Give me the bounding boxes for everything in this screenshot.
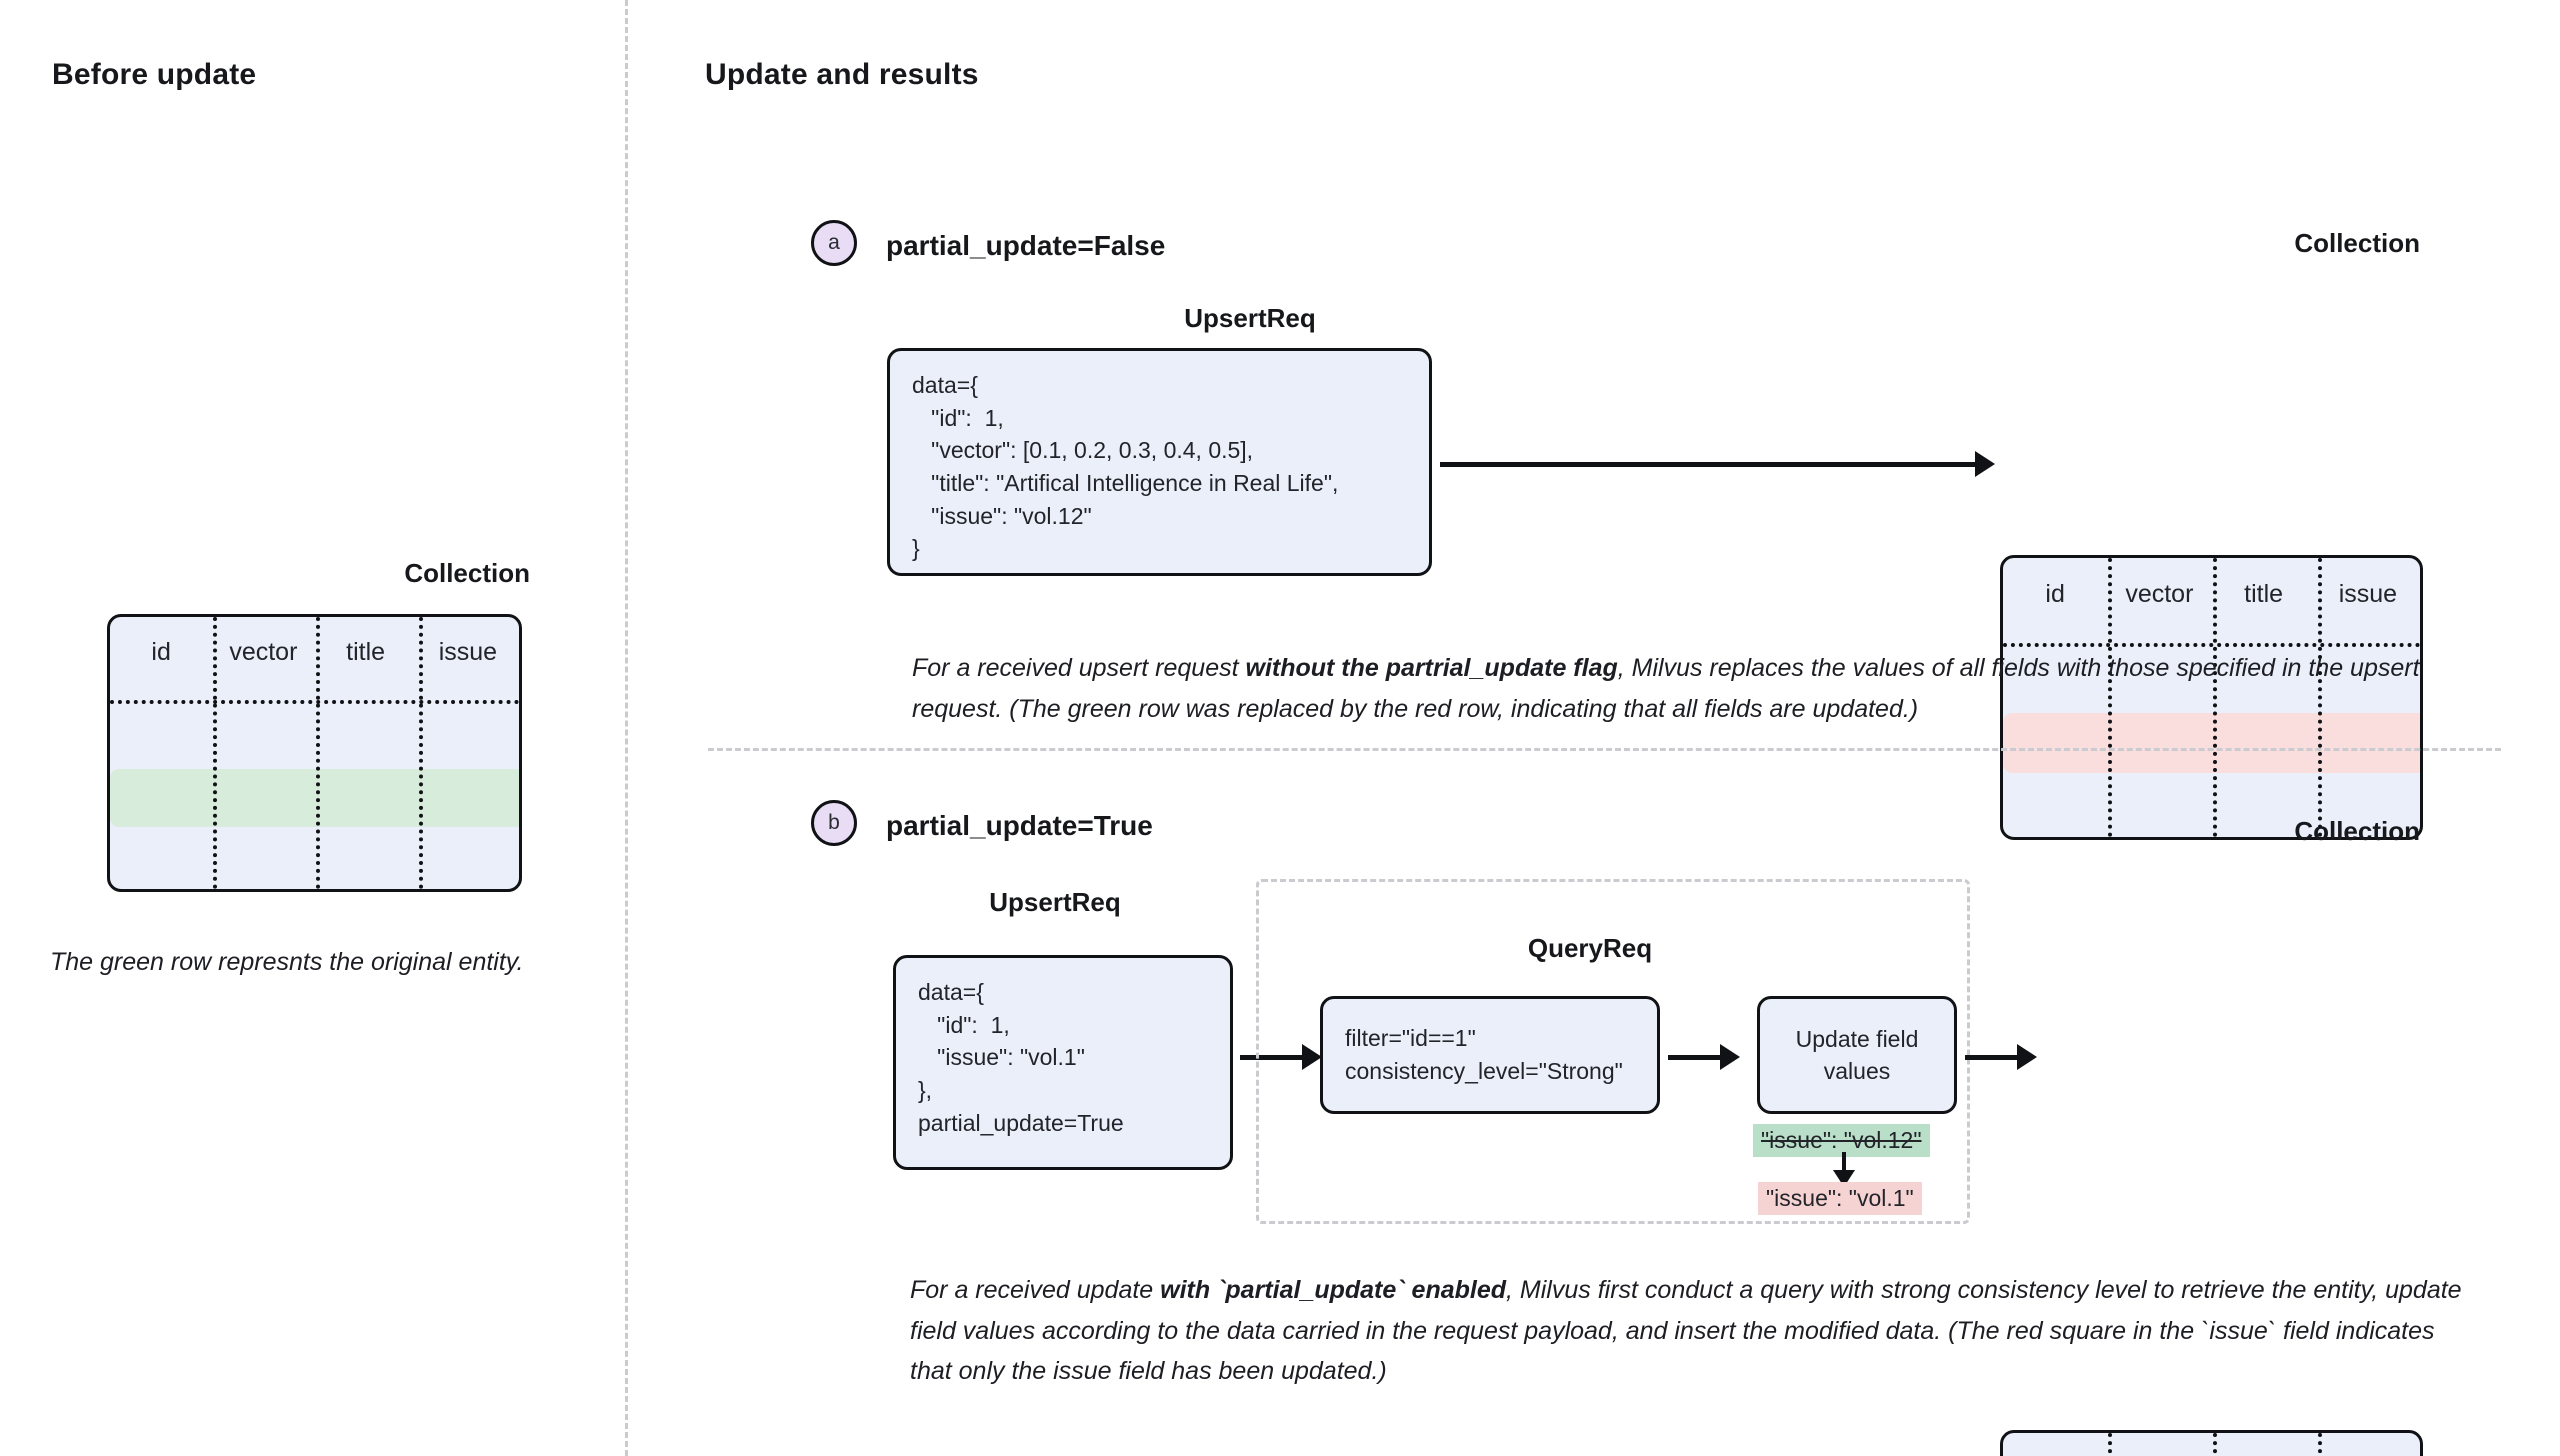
before-caption: The green row represnts the original ent… (50, 948, 524, 976)
right-panel-title: Update and results (705, 58, 979, 91)
section-a-col-vector: vector (2125, 579, 2194, 608)
section-b-arrow2-head (1720, 1044, 1740, 1070)
section-b-title: partial_update=True (886, 810, 1153, 841)
before-green-row (110, 769, 519, 827)
left-panel-title: Before update (52, 58, 257, 91)
panel-divider (625, 0, 628, 1456)
section-b-update-box: Update field values (1757, 996, 1957, 1114)
section-b-caption-part1: For a received update (910, 1276, 1161, 1304)
section-a-collection-label: Collection (2294, 228, 2420, 258)
section-a-divider-3 (2318, 558, 2322, 837)
before-col-id: id (151, 637, 171, 666)
section-b-divider-2 (2213, 1433, 2217, 1456)
section-a-upsert-box: data={ "id": 1, "vector": [0.1, 0.2, 0.3… (887, 348, 1432, 576)
section-a-divider-1 (2108, 558, 2112, 837)
before-col-issue: issue (438, 637, 498, 666)
section-b-divider-1 (2108, 1433, 2112, 1456)
section-b-table-header-row: id vector title issue (2003, 1433, 2420, 1456)
section-b-arrow1-line (1240, 1055, 1302, 1060)
before-collection-table: id vector title issue (107, 614, 522, 892)
section-a-caption: For a received upsert request without th… (912, 648, 2422, 729)
before-collection-label: Collection (404, 558, 530, 588)
section-b-col-id: id (2003, 1455, 2107, 1456)
section-b-query-box: filter="id==1" consistency_level="Strong… (1320, 996, 1660, 1114)
section-b-query-label: QueryReq (1527, 933, 1653, 963)
before-divider-2 (316, 617, 320, 889)
section-a-table-header-row: id vector title issue (2003, 558, 2420, 630)
section-b-arrow2-line (1668, 1055, 1720, 1060)
section-b-col-vector: vector (2107, 1455, 2211, 1456)
section-a-caption-part1: For a received upsert request (912, 654, 1246, 682)
section-a-arrow-line (1440, 462, 1975, 467)
section-a-col-title: title (2244, 579, 2284, 608)
section-b-divider-3 (2318, 1433, 2322, 1456)
section-a-title: partial_update=False (886, 230, 1166, 261)
section-a-caption-bold: without the partrial_update flag (1245, 654, 1618, 682)
section-b-badge: b (811, 800, 857, 846)
before-header-separator (110, 700, 519, 704)
section-a-caption-part2: , Milvus replaces the values of all fiel… (912, 654, 2420, 723)
section-b-arrow3-line (1965, 1055, 2017, 1060)
section-b-col-issue: issue (2316, 1455, 2420, 1456)
value-transition-arrow-line (1842, 1152, 1846, 1176)
old-issue-value-chip: "issue": "vol.12" (1753, 1124, 1930, 1157)
section-a-arrow-head (1975, 451, 1995, 477)
section-a-col-issue: issue (2338, 579, 2398, 608)
section-b-collection-table: id vector title issue (2000, 1430, 2423, 1456)
section-a-upsert-label: UpsertReq (1184, 303, 1316, 333)
before-table-header-row: id vector title issue (110, 617, 519, 687)
new-issue-value-chip: "issue": "vol.1" (1758, 1182, 1922, 1215)
before-divider-3 (419, 617, 423, 889)
section-b-upsert-box: data={ "id": 1, "issue": "vol.1" }, part… (893, 955, 1233, 1170)
section-b-col-title: title (2212, 1455, 2316, 1456)
section-b-caption-part2: , Milvus first conduct a query with stro… (910, 1276, 2462, 1385)
section-b-collection-label: Collection (2294, 816, 2420, 846)
section-b-caption-bold: with `partial_update` enabled (1160, 1276, 1507, 1304)
section-a-collection-table: id vector title issue (2000, 555, 2423, 840)
before-col-title: title (346, 637, 386, 666)
section-a-red-row (2003, 713, 2420, 773)
query-group-container (1256, 879, 1970, 1224)
section-a-divider-2 (2213, 558, 2217, 837)
section-a-header-separator (2003, 643, 2420, 647)
before-col-vector: vector (229, 637, 298, 666)
section-separator (708, 748, 2501, 751)
section-b-arrow1-head (1302, 1044, 1322, 1070)
section-b-caption: For a received update with `partial_upda… (910, 1270, 2480, 1392)
section-b-upsert-label: UpsertReq (989, 887, 1121, 917)
section-b-arrow3-head (2017, 1044, 2037, 1070)
before-divider-1 (213, 617, 217, 889)
section-a-col-id: id (2045, 579, 2065, 608)
section-a-badge: a (811, 220, 857, 266)
